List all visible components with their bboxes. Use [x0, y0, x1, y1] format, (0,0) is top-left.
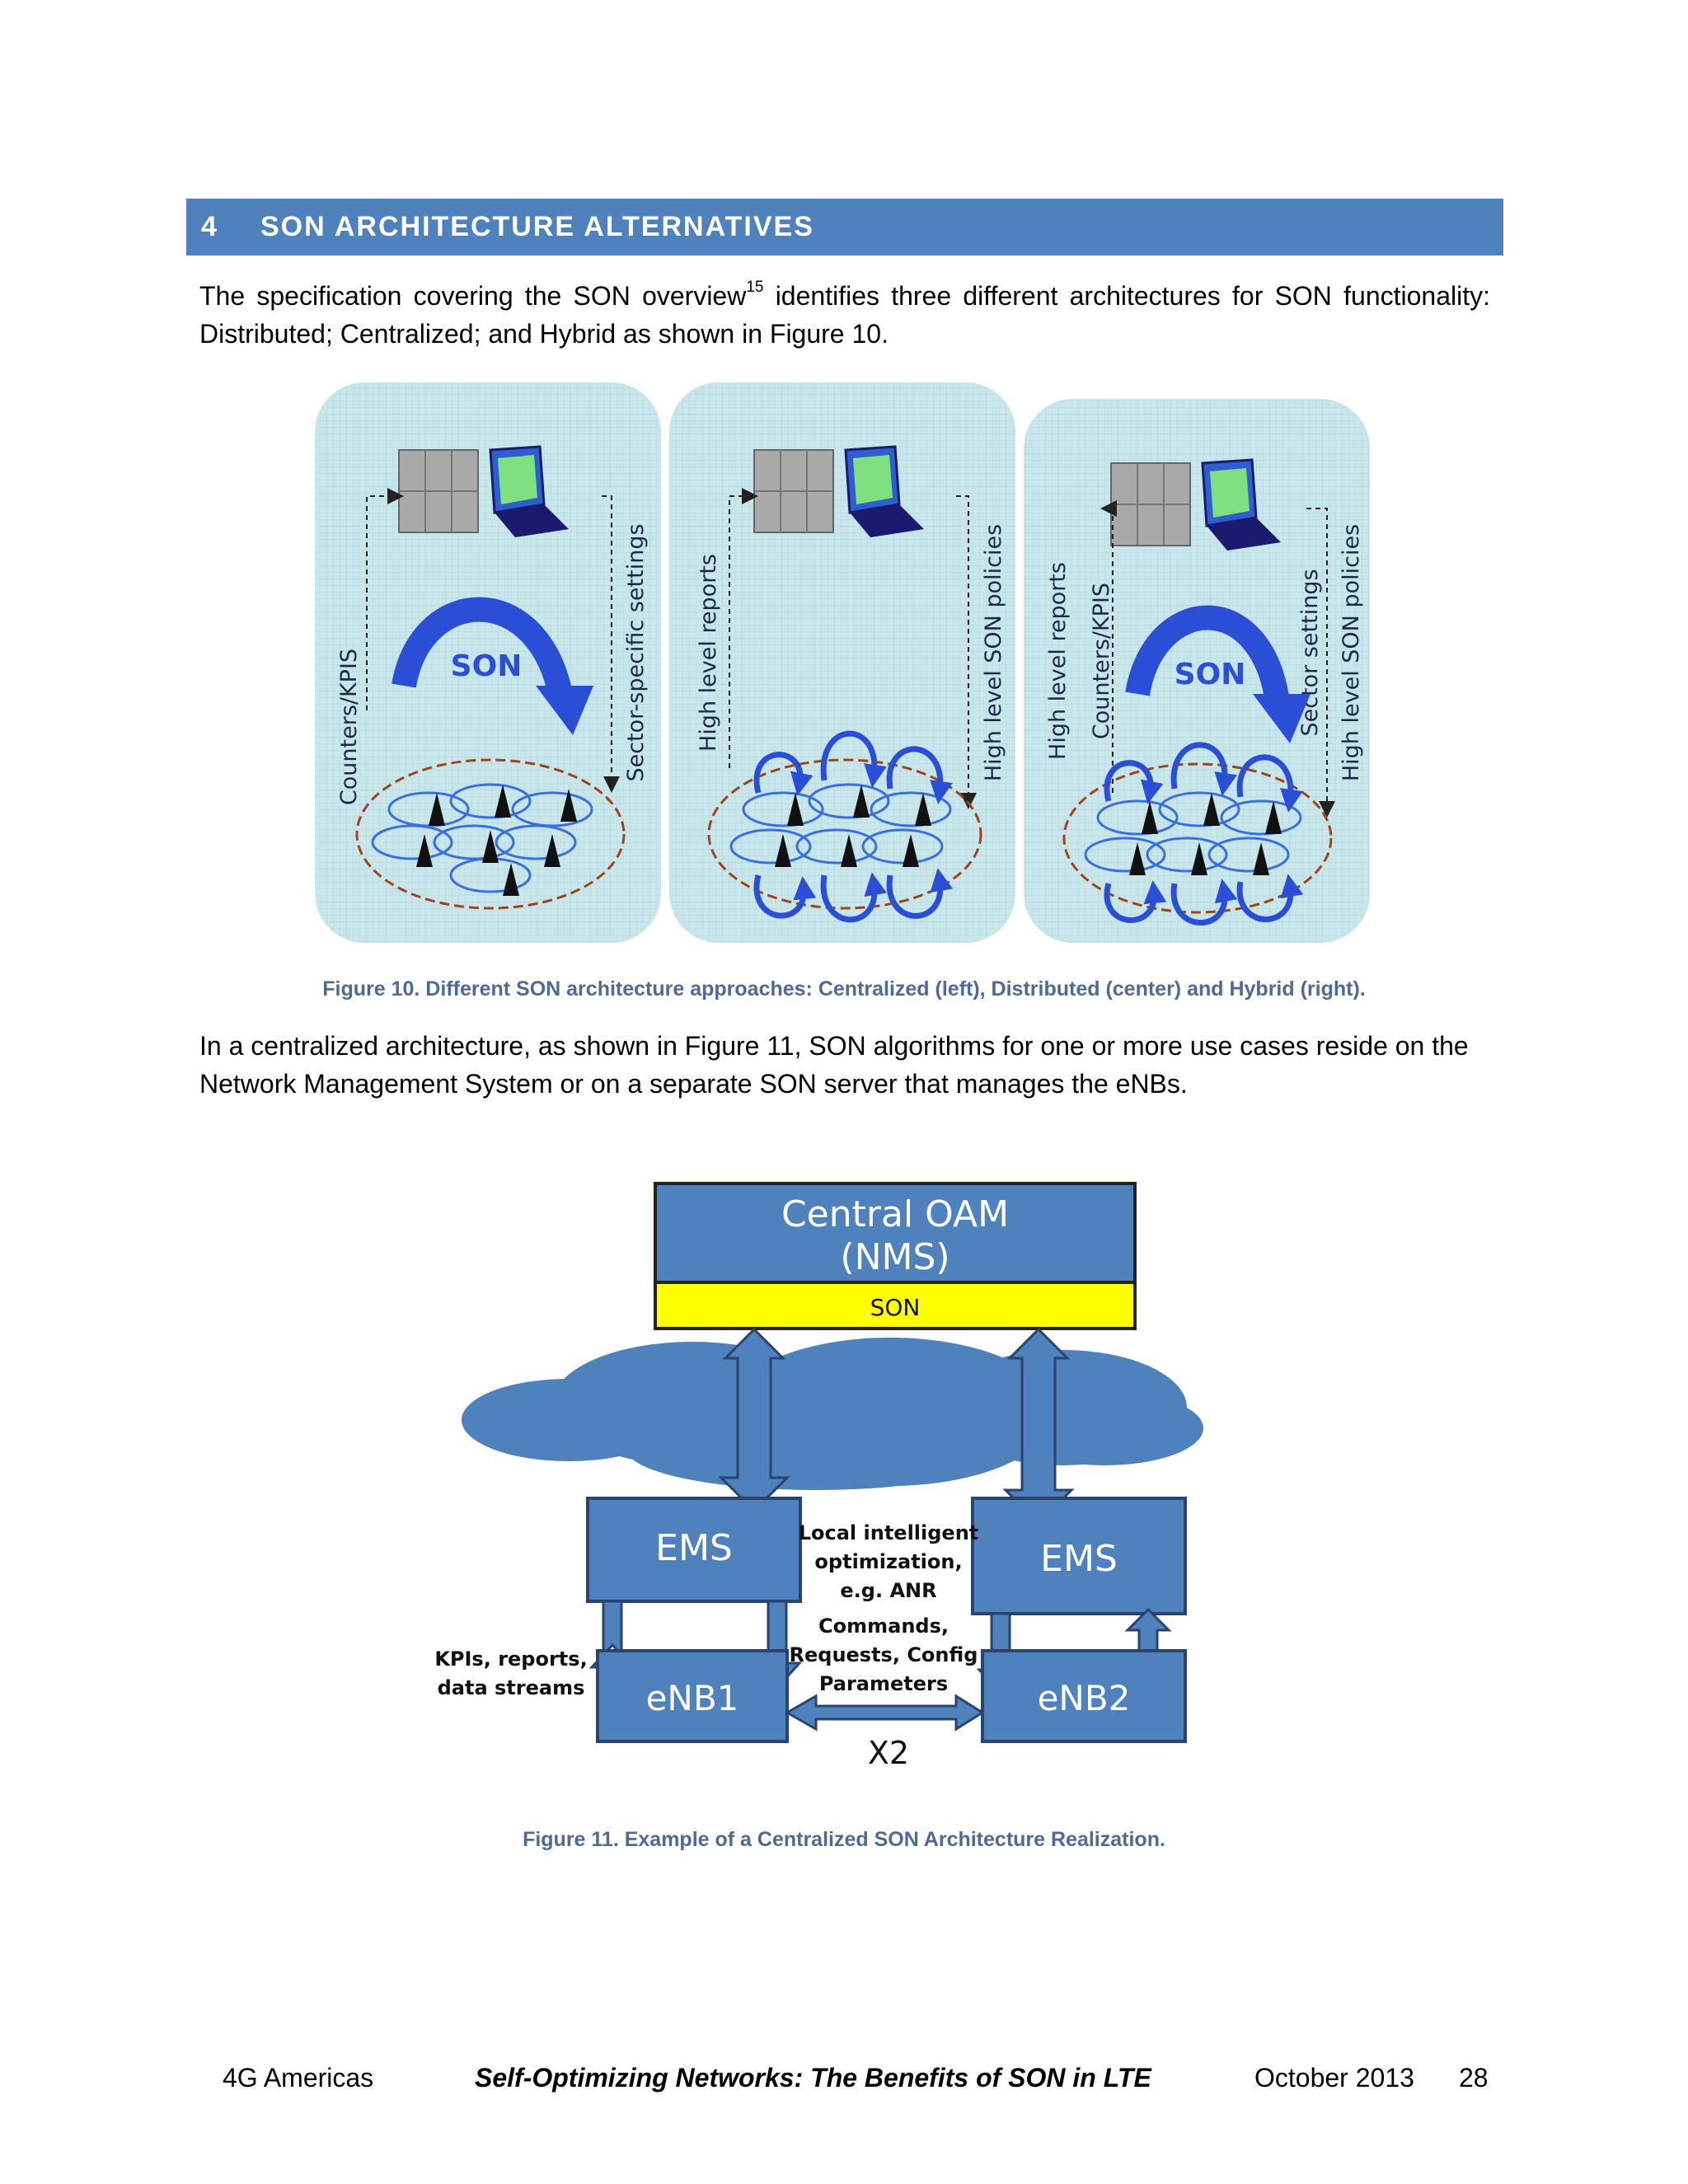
central-oam-line1: Central OAM — [781, 1193, 1009, 1235]
section-title: SON ARCHITECTURE ALTERNATIVES — [260, 211, 814, 242]
server-icon — [398, 449, 479, 533]
ems-left-box — [586, 1497, 802, 1603]
son-bar — [654, 1281, 1137, 1330]
enb1-label: eNB1 — [646, 1678, 739, 1718]
son-arrow — [1125, 605, 1311, 743]
laptop-icon — [844, 445, 924, 537]
local-text: Local intelligent optimization, e.g. ANR… — [790, 1521, 979, 1695]
intro-text: The specification covering the SON overv… — [199, 281, 747, 311]
footnote-ref[interactable]: 15 — [746, 279, 764, 297]
panel-hybrid: High level reports Counters/KPIS Sector … — [1024, 399, 1370, 943]
panel3-label-0: High level reports — [1045, 562, 1071, 760]
enb1-box — [596, 1649, 789, 1743]
server-icon — [1110, 462, 1191, 546]
local-line1: Local intelligent — [799, 1521, 979, 1544]
local-line3: e.g. ANR — [840, 1579, 936, 1602]
figure-11-diagram: Central OAM (NMS) SON EMS EMS Local inte… — [434, 1182, 1203, 1771]
kpi-line2: data streams — [438, 1676, 585, 1699]
kpi-line1: KPIs, reports, — [434, 1647, 587, 1671]
footer-org: 4G Americas — [223, 2063, 374, 2093]
intro-paragraph: The specification covering the SON overv… — [199, 277, 1490, 353]
figure-10-diagram: Counters/KPIS Sector-specific settings S… — [315, 382, 1370, 943]
son-arrow — [392, 597, 593, 735]
network-cloud — [462, 1338, 1203, 1490]
laptop-icon — [489, 445, 569, 537]
footer-title: Self-Optimizing Networks: The Benefits o… — [475, 2063, 1151, 2093]
central-oam-box — [654, 1182, 1137, 1284]
laptop-icon — [1201, 458, 1281, 551]
cell-cluster — [1062, 742, 1333, 926]
central-oam-line2: (NMS) — [840, 1236, 950, 1278]
local-line2: optimization, — [814, 1550, 962, 1573]
centralized-paragraph: In a centralized architecture, as shown … — [199, 1031, 1469, 1099]
link-arrows — [718, 1327, 1075, 1526]
enb2-label: eNB2 — [1038, 1678, 1131, 1718]
server-icon — [753, 449, 834, 533]
panel3-son-label: SON — [1175, 658, 1246, 691]
son-bar-label: SON — [870, 1294, 921, 1321]
cell-cluster — [355, 758, 626, 910]
enb2-box — [981, 1649, 1187, 1743]
x2-arrow — [784, 1694, 985, 1732]
panel2-label-1: High level SON policies — [981, 524, 1006, 781]
cmd-line3: Parameters — [819, 1672, 948, 1695]
panel-distributed: High level reports High level SON polici… — [669, 382, 1015, 943]
figure-11-caption: Figure 11. Example of a Centralized SON … — [523, 1828, 1165, 1851]
panel1-label-1: Sector-specific settings — [623, 523, 649, 781]
panel1-label-0: Counters/KPIS — [336, 649, 362, 805]
section-number: 4 — [201, 211, 218, 242]
cell-cluster — [707, 730, 982, 923]
x2-label: X2 — [868, 1735, 909, 1771]
ems-left-label: EMS — [655, 1527, 733, 1569]
panel3-label-1: Counters/KPIS — [1089, 583, 1114, 739]
footer-page-number: 28 — [1459, 2063, 1489, 2093]
ems-right-label: EMS — [1040, 1538, 1118, 1580]
figure-10-caption: Figure 10. Different SON architecture ap… — [322, 977, 1366, 1001]
footer-date: October 2013 — [1254, 2063, 1414, 2093]
cmd-line1: Commands, — [818, 1615, 949, 1638]
panel-centralized: Counters/KPIS Sector-specific settings S… — [315, 382, 661, 943]
panel3-label-3: High level SON policies — [1339, 524, 1364, 781]
panel1-son-label: SON — [451, 649, 523, 683]
ems-right-box — [971, 1497, 1187, 1615]
panel2-label-0: High level reports — [696, 554, 721, 752]
intro-text-cont: identifies three different architectures… — [199, 281, 1491, 349]
cmd-line2: Requests, Config — [790, 1643, 978, 1666]
section-heading: 4 SON ARCHITECTURE ALTERNATIVES — [186, 199, 1503, 255]
